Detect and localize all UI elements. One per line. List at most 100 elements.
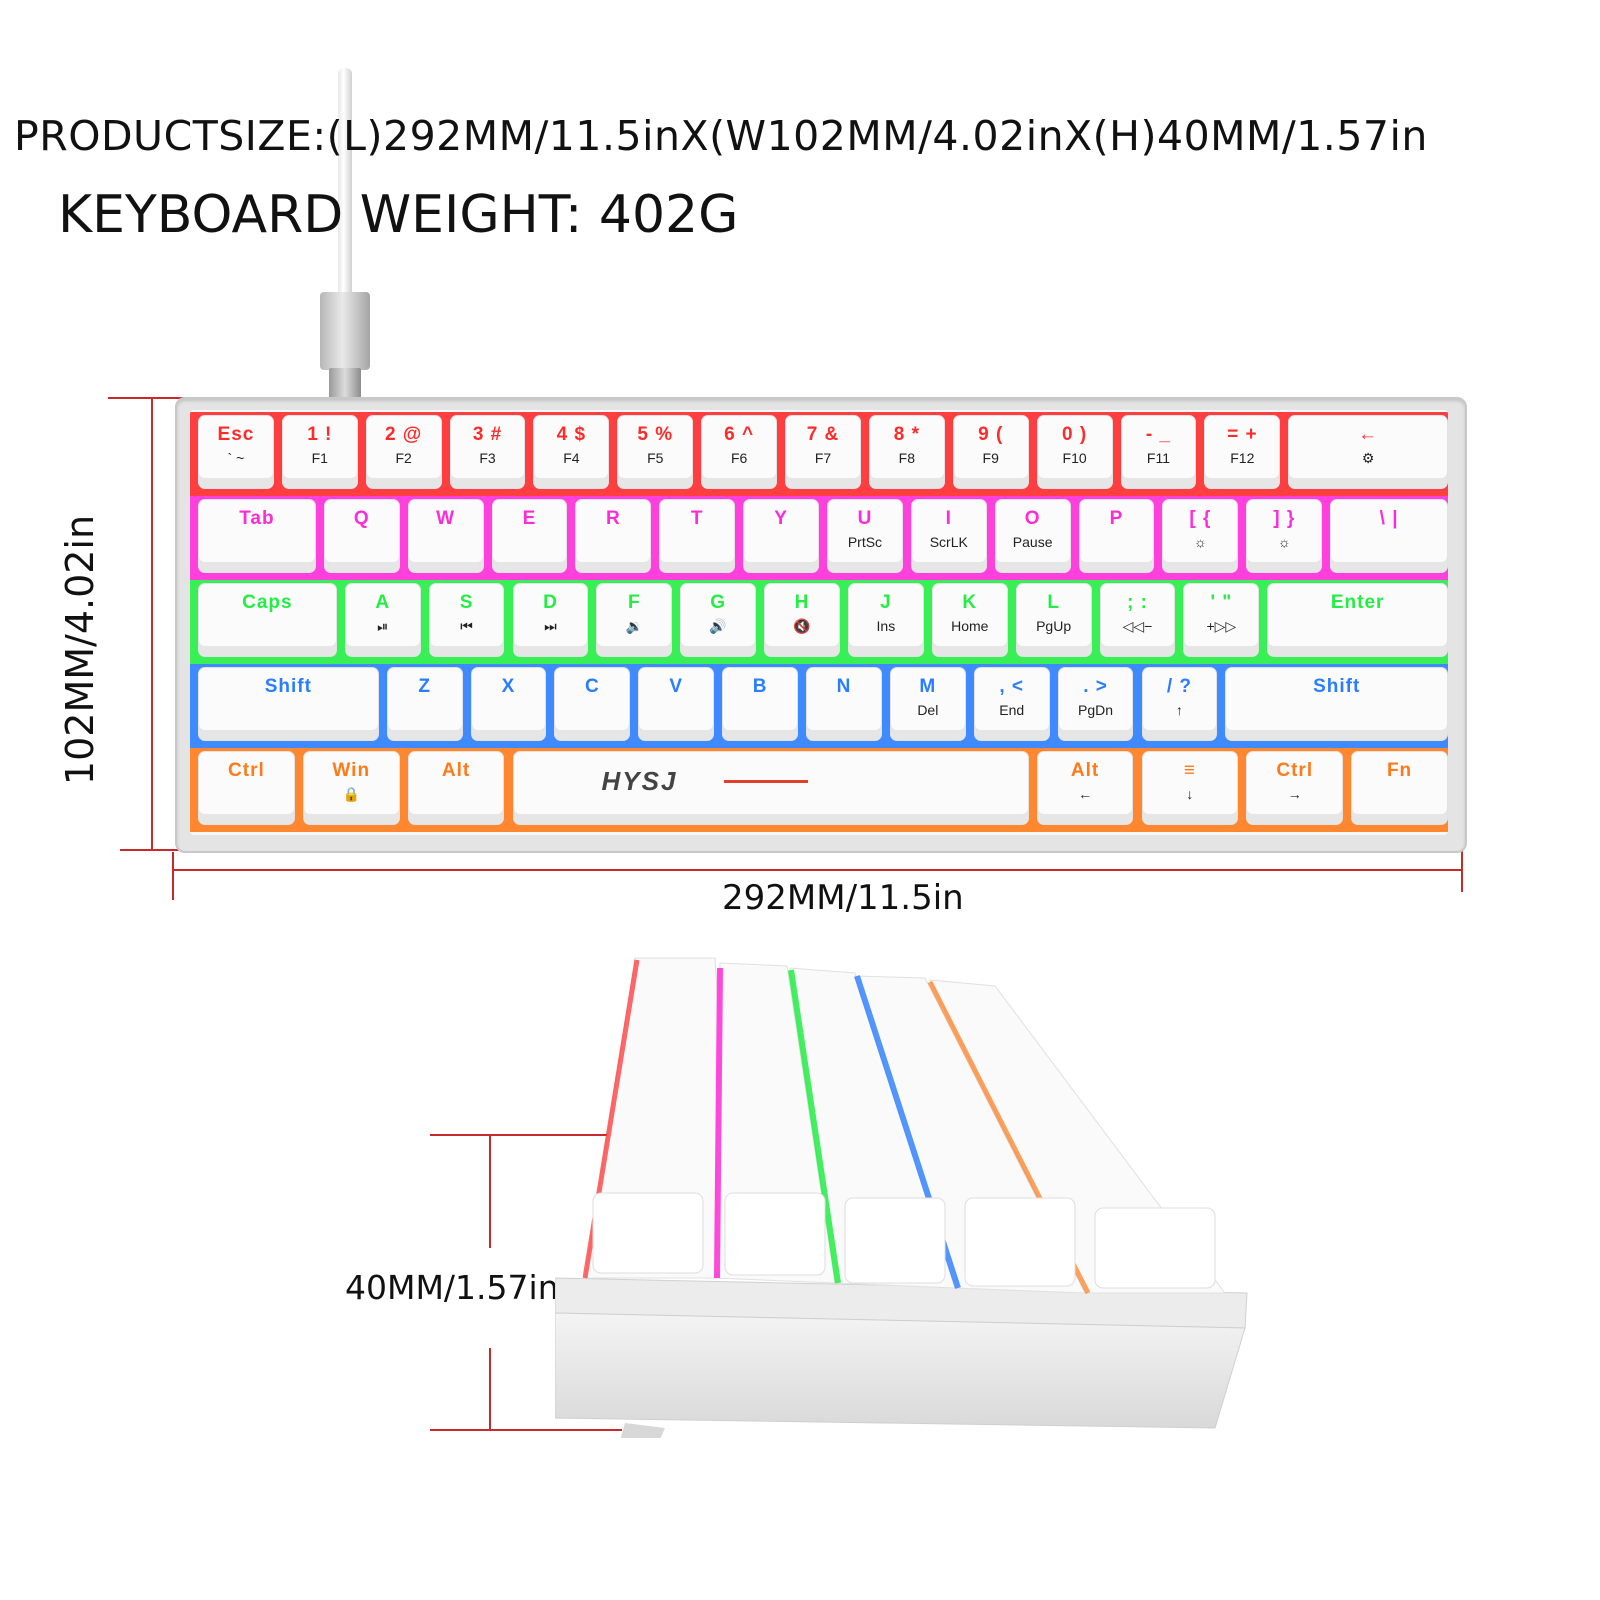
product-size-text: PRODUCTSIZE:(L)292MM/11.5inX(W102MM/4.02… <box>14 112 1428 160</box>
key-sublegend: 🔒 <box>342 786 360 802</box>
key-row5-2[interactable]: Alt <box>408 752 504 824</box>
key-legend: H <box>794 592 810 613</box>
side-key-tab <box>724 1192 826 1276</box>
key-sublegend: PrtSc <box>847 534 883 550</box>
key-row2-3[interactable]: E <box>492 500 567 572</box>
usb-connector <box>320 292 370 370</box>
key-row3-5[interactable]: G🔊 <box>681 584 756 656</box>
key-row2-13[interactable]: \ | <box>1331 500 1447 572</box>
key-row2-4[interactable]: R <box>576 500 651 572</box>
key-sublegend: End <box>999 702 1025 718</box>
key-legend: E <box>522 508 537 529</box>
key-sublegend: Pause <box>1012 534 1053 550</box>
key-row2-7[interactable]: U PrtSc <box>828 500 902 572</box>
key-row1-2[interactable]: 2 @F2 <box>366 416 441 488</box>
keyboard-side-view <box>555 957 1248 1438</box>
key-row3-4[interactable]: F🔉 <box>597 584 672 656</box>
key-row4-8[interactable]: , < End <box>974 668 1049 740</box>
key-legend: Ctrl <box>1276 760 1314 781</box>
key-row4-9[interactable]: . >PgDn <box>1058 668 1133 740</box>
key-row2-5[interactable]: T <box>660 500 735 572</box>
key-row1-10[interactable]: 0 )F10 <box>1037 416 1112 488</box>
key-legend: Enter <box>1330 592 1385 613</box>
key-row4-1[interactable]: Z <box>387 668 462 740</box>
key-row2-1[interactable]: Q <box>324 500 399 572</box>
key-row3-7[interactable]: J Ins <box>848 584 923 656</box>
key-sublegend: Home <box>951 618 989 634</box>
key-row3-3[interactable]: D⏭ <box>513 584 588 656</box>
key-row3-11[interactable]: ' "+▷▷ <box>1184 584 1259 656</box>
key-legend: B <box>752 676 768 697</box>
key-sublegend: F3 <box>479 450 496 466</box>
key-legend: Tab <box>239 508 275 529</box>
key-row3-1[interactable]: A⏯ <box>345 584 420 656</box>
key-row3-10[interactable]: ; :◁◁− <box>1100 584 1175 656</box>
key-legend: Alt <box>1070 760 1100 781</box>
key-row3-2[interactable]: S⏮ <box>429 584 504 656</box>
keyboard-weight-text: KEYBOARD WEIGHT: 402G <box>58 185 739 245</box>
key-row2-6[interactable]: Y <box>744 500 818 572</box>
key-legend: Alt <box>441 760 471 781</box>
key-row4-5[interactable]: B <box>723 668 798 740</box>
key-row2-12[interactable]: ] }☼ <box>1247 500 1322 572</box>
key-legend: D <box>543 592 558 613</box>
backlight-row2 <box>190 496 1448 580</box>
key-row4-10[interactable]: / ?↑ <box>1142 668 1217 740</box>
key-row4-3[interactable]: C <box>555 668 630 740</box>
key-legend: [ { <box>1189 508 1212 529</box>
key-row1-7[interactable]: 7 &F7 <box>786 416 860 488</box>
key-row4-11[interactable]: Shift <box>1226 668 1447 740</box>
key-legend: 1 ! <box>307 424 333 445</box>
key-row2-11[interactable]: [ {☼ <box>1163 500 1238 572</box>
key-row1-6[interactable]: 6 ^F6 <box>702 416 777 488</box>
key-legend: - _ <box>1145 424 1172 445</box>
key-legend: R <box>605 508 621 529</box>
key-row1-11[interactable]: - _F11 <box>1121 416 1196 488</box>
key-legend: Ctrl <box>228 760 265 781</box>
key-row5-0[interactable]: Ctrl <box>199 752 294 824</box>
key-row1-3[interactable]: 3 #F3 <box>450 416 525 488</box>
key-row1-13[interactable]: ←⚙ <box>1289 416 1447 488</box>
key-legend: , < <box>999 676 1025 697</box>
key-legend: 0 ) <box>1061 424 1088 445</box>
key-row5-7[interactable]: Fn <box>1352 752 1447 824</box>
key-row1-5[interactable]: 5 %F5 <box>618 416 693 488</box>
key-row3-12[interactable]: Enter <box>1268 584 1447 656</box>
key-legend: J <box>880 592 892 613</box>
key-row1-1[interactable]: 1 !F1 <box>282 416 357 488</box>
key-sublegend: → <box>1287 786 1302 802</box>
key-row2-10[interactable]: P <box>1079 500 1154 572</box>
key-row2-0[interactable]: Tab <box>199 500 315 572</box>
key-row4-6[interactable]: N <box>807 668 881 740</box>
key-row3-6[interactable]: H🔇 <box>765 584 839 656</box>
key-row2-2[interactable]: W <box>408 500 483 572</box>
key-legend: U <box>857 508 873 529</box>
key-row1-8[interactable]: 8 *F8 <box>869 416 944 488</box>
key-sublegend: F1 <box>311 450 328 466</box>
key-row5-6[interactable]: Ctrl → <box>1247 752 1343 824</box>
brand-logo: HYSJ <box>601 766 678 796</box>
key-row5-1[interactable]: Win🔒 <box>303 752 399 824</box>
key-row1-4[interactable]: 4 $F4 <box>534 416 609 488</box>
key-space[interactable]: HYSJ <box>513 752 1028 824</box>
key-row5-4[interactable]: Alt← <box>1037 752 1133 824</box>
key-row1-0[interactable]: Esc` ~ <box>199 416 273 488</box>
key-sublegend: F7 <box>814 450 832 466</box>
key-row4-2[interactable]: X <box>471 668 546 740</box>
key-sublegend: PgDn <box>1078 702 1114 718</box>
key-sublegend: ↓ <box>1186 786 1194 802</box>
key-sublegend: PgUp <box>1036 618 1072 634</box>
key-row5-5[interactable]: ≡↓ <box>1142 752 1238 824</box>
key-row4-4[interactable]: V <box>639 668 714 740</box>
key-row1-12[interactable]: = +F12 <box>1205 416 1280 488</box>
key-row4-0[interactable]: Shift <box>199 668 378 740</box>
key-row3-0[interactable]: Caps <box>199 584 336 656</box>
side-glow-green <box>788 969 841 1284</box>
key-row1-9[interactable]: 9 (F9 <box>953 416 1028 488</box>
key-sublegend: Ins <box>876 618 896 634</box>
